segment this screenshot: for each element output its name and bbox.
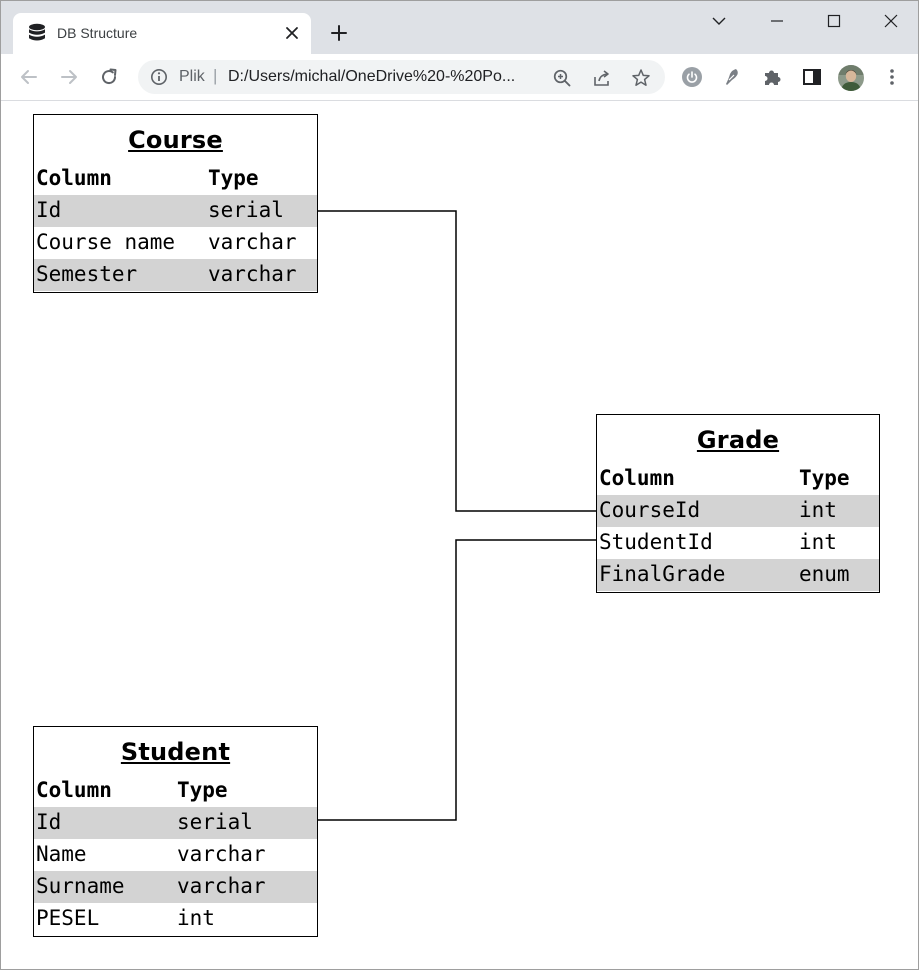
table-header-row: Column Type — [34, 773, 317, 807]
column-type: varchar — [177, 842, 266, 866]
window-close-icon[interactable] — [876, 9, 906, 33]
tab-strip: DB Structure — [1, 1, 918, 54]
address-bar[interactable]: Plik | D:/Users/michal/OneDrive%20-%20Po… — [138, 60, 665, 94]
table-row: StudentId int — [597, 527, 879, 559]
table-title: Grade — [696, 426, 780, 454]
column-name: Id — [36, 810, 62, 834]
column-type: varchar — [208, 230, 297, 254]
table-header-row: Column Type — [34, 161, 317, 195]
table-row: Name varchar — [34, 839, 317, 871]
table-row: PESEL int — [34, 903, 317, 935]
close-icon[interactable] — [283, 24, 301, 42]
url-text[interactable]: D:/Users/michal/OneDrive%20-%20Po... — [228, 68, 516, 85]
table-student[interactable]: Student Column Type Id serial Name varch… — [33, 726, 318, 937]
header-column: Column — [36, 166, 112, 190]
header-column: Column — [36, 778, 112, 802]
table-title: Course — [128, 126, 223, 154]
column-type: varchar — [177, 874, 266, 898]
scheme-label: Plik — [179, 68, 205, 85]
header-column: Column — [599, 466, 675, 490]
table-row: Course name varchar — [34, 227, 317, 259]
table-title: Student — [120, 738, 231, 766]
share-icon[interactable] — [592, 68, 612, 88]
column-name: Name — [36, 842, 87, 866]
arrow-right-icon[interactable] — [58, 66, 80, 88]
puzzle-icon[interactable] — [761, 66, 783, 88]
column-type: varchar — [208, 262, 297, 286]
column-type: int — [799, 498, 837, 522]
omnibox-separator: | — [213, 66, 218, 85]
relation-connectors — [317, 210, 597, 821]
side-panel-icon[interactable] — [801, 66, 823, 88]
zoom-icon[interactable] — [552, 68, 572, 88]
column-name: Course name — [36, 230, 176, 254]
column-name: FinalGrade — [599, 562, 726, 586]
table-header-row: Column Type — [597, 461, 879, 495]
column-name: PESEL — [36, 906, 100, 930]
column-type: int — [177, 906, 215, 930]
header-type: Type — [177, 778, 228, 802]
kebab-menu-icon[interactable] — [881, 66, 903, 88]
table-course[interactable]: Course Column Type Id serial Course name… — [33, 114, 318, 293]
column-name: StudentId — [599, 530, 713, 554]
header-type: Type — [799, 466, 850, 490]
arrow-left-icon[interactable] — [18, 66, 40, 88]
table-row: FinalGrade enum — [597, 559, 879, 591]
page-content: Course Column Type Id serial Course name… — [1, 101, 918, 969]
table-grade[interactable]: Grade Column Type CourseId int StudentId… — [596, 414, 880, 593]
column-name: Id — [36, 198, 62, 222]
column-type: enum — [799, 562, 850, 586]
column-name: Semester — [36, 262, 138, 286]
table-row: Id serial — [34, 195, 317, 227]
table-row: Semester varchar — [34, 259, 317, 291]
column-name: CourseId — [599, 498, 701, 522]
tab-search-icon[interactable] — [704, 9, 734, 33]
maximize-icon[interactable] — [819, 9, 849, 33]
database-icon — [28, 23, 46, 43]
avatar[interactable] — [838, 65, 864, 91]
header-type: Type — [208, 166, 259, 190]
table-row: Surname varchar — [34, 871, 317, 903]
minimize-icon[interactable] — [762, 9, 792, 33]
tab-title: DB Structure — [57, 25, 138, 41]
power-icon[interactable] — [681, 66, 703, 88]
column-type: int — [799, 530, 837, 554]
column-type: serial — [177, 810, 253, 834]
tab-db-structure[interactable]: DB Structure — [13, 13, 311, 54]
reload-icon[interactable] — [98, 66, 120, 88]
column-name: Surname — [36, 874, 125, 898]
info-icon[interactable] — [150, 68, 168, 86]
table-row: Id serial — [34, 807, 317, 839]
relation-student-grade — [317, 539, 597, 821]
feather-icon[interactable] — [721, 66, 743, 88]
table-row: CourseId int — [597, 495, 879, 527]
browser-toolbar: Plik | D:/Users/michal/OneDrive%20-%20Po… — [1, 54, 918, 101]
star-icon[interactable] — [631, 68, 651, 88]
column-type: serial — [208, 198, 284, 222]
plus-icon[interactable] — [329, 23, 349, 43]
relation-course-grade — [317, 210, 597, 512]
